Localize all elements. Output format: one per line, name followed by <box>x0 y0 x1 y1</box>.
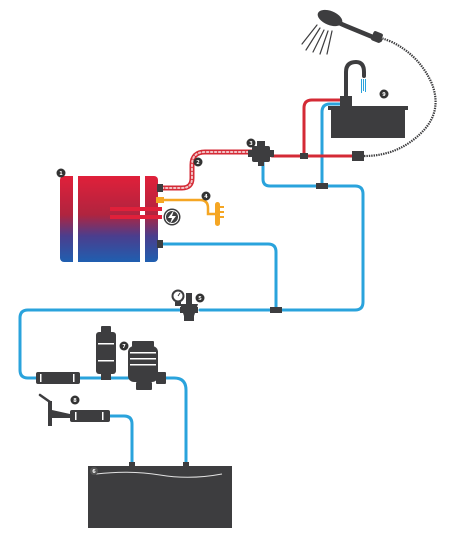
tank-water-line <box>95 471 223 478</box>
callout-7: 7 <box>119 341 129 351</box>
hot-water-pipes <box>270 98 354 158</box>
callout-6: 6 <box>90 467 98 475</box>
heater-band-left <box>73 173 78 265</box>
mixing-valve[interactable] <box>248 141 274 166</box>
junction-heater-inlet <box>270 307 282 313</box>
heater-cold-inlet <box>157 240 163 248</box>
junction-hot-riser <box>300 153 308 159</box>
pressure-reducer[interactable] <box>171 289 199 322</box>
shower-hose <box>363 34 437 158</box>
faucet-water-stream-icon <box>361 79 366 93</box>
callout-2: 2 <box>193 157 203 167</box>
svg-text:8: 8 <box>73 398 77 404</box>
insulated-hot-pipe <box>159 149 255 191</box>
lightning-icon <box>168 210 176 224</box>
callout-1: 1 <box>56 168 66 178</box>
callout-8: 8 <box>70 395 80 405</box>
heater-hot-outlet <box>157 184 163 192</box>
pipe-junctions <box>270 153 328 313</box>
svg-text:9: 9 <box>382 92 386 98</box>
heating-element[interactable] <box>156 197 224 226</box>
svg-text:4: 4 <box>204 194 208 200</box>
cold-pipe-to-mixer <box>261 158 324 188</box>
hot-pipe-to-faucet <box>302 98 342 158</box>
svg-text:1: 1 <box>59 171 63 177</box>
cold-pipe-heater-inlet <box>160 242 278 312</box>
cold-pipe-loop-left <box>18 308 184 380</box>
callout-4: 4 <box>201 191 211 201</box>
water-heater[interactable] <box>60 173 181 265</box>
svg-text:5: 5 <box>198 296 202 302</box>
water-pump[interactable] <box>96 326 166 390</box>
cold-pipe-reducer-right <box>198 184 365 312</box>
cold-pipe-tank-to-pump <box>163 376 188 468</box>
cold-pipe-to-faucet <box>320 102 342 188</box>
inlet-filter[interactable] <box>38 393 110 426</box>
callout-5: 5 <box>195 293 205 303</box>
shower-head-icon <box>317 9 343 27</box>
svg-text:6: 6 <box>92 469 96 475</box>
junction-cold-riser <box>316 183 328 189</box>
callout-3: 3 <box>246 138 256 148</box>
svg-text:7: 7 <box>122 344 126 350</box>
deck-fill-fitting <box>48 401 52 426</box>
faucet[interactable] <box>340 59 366 106</box>
callout-9: 9 <box>379 89 389 99</box>
cold-pipe-filter-to-tank <box>108 414 134 468</box>
pump-accumulator <box>96 332 116 374</box>
svg-text:2: 2 <box>196 160 200 166</box>
water-tank[interactable] <box>88 462 232 528</box>
sink[interactable] <box>328 106 408 138</box>
callout-badges: 1 2 3 4 5 6 7 8 <box>56 89 389 475</box>
inline-filter[interactable] <box>36 372 80 384</box>
shower-spray-icon <box>301 24 333 55</box>
shower-hose-connector <box>352 151 364 161</box>
svg-text:3: 3 <box>249 141 253 147</box>
cold-water-pipes <box>18 102 365 468</box>
shower[interactable] <box>301 7 437 161</box>
heating-element-body <box>215 202 220 226</box>
